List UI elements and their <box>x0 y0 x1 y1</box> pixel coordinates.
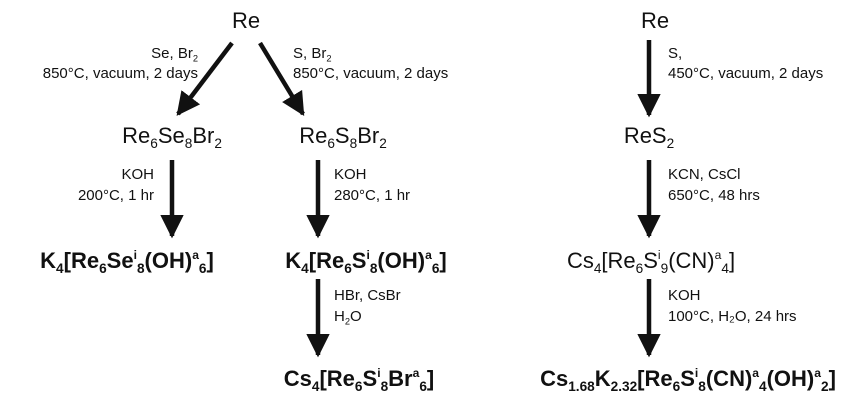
arrow-re-to-re6s8br2 <box>258 41 305 117</box>
cond-koh-200-line1: KOH <box>121 166 154 183</box>
cond-koh-200-line2: 200°C, 1 hr <box>77 187 154 204</box>
node-final-product: Cs1.68K2.32[Re6Si8(CN)a4(OH)a2] <box>540 365 836 394</box>
cond-koh-100-line1: KOH <box>668 287 701 304</box>
cond-s-450-line1: S, <box>668 45 683 62</box>
arrow-re-to-re6se8br2 <box>176 41 234 116</box>
cond-se-br2-line1: Se, Br2 <box>151 45 198 64</box>
cond-koh-100-line2: 100°C, H₂O, 24 hrs <box>668 308 797 325</box>
cond-s-450-line2: 450°C, vacuum, 2 days <box>668 65 824 82</box>
node-cs4-re6s8-br6: Cs4[Re6Si8Bra6] <box>283 365 435 394</box>
node-k4-re6se8-oh6: K4[Re6Sei8(OH)a6] <box>40 247 214 276</box>
cond-kcn-cscl-line1: KCN, CsCl <box>668 166 741 183</box>
node-k4-re6s8-oh6: K4[Re6Si8(OH)a6] <box>285 247 447 276</box>
node-res2: ReS2 <box>623 123 675 151</box>
cond-koh-280-line1: KOH <box>334 166 367 183</box>
node-cs4-re6s9-cn4: Cs4[Re6Si9(CN)a4] <box>566 247 736 276</box>
node-re6se8br2: Re6Se8Br2 <box>122 123 222 151</box>
node-re-left: Re <box>231 8 261 33</box>
cond-hbr-csbr-line1: HBr, CsBr <box>334 287 401 304</box>
cond-koh-280-line2: 280°C, 1 hr <box>334 187 411 204</box>
node-re-right: Re <box>640 8 670 33</box>
cond-se-br2-line2: 850°C, vacuum, 2 days <box>42 65 198 82</box>
cond-s-br2-line2: 850°C, vacuum, 2 days <box>293 65 449 82</box>
cond-kcn-cscl-line2: 650°C, 48 hrs <box>668 187 760 204</box>
node-re6s8br2: Re6S8Br2 <box>299 123 387 151</box>
cond-hbr-csbr-line2: H2O <box>334 308 362 327</box>
cond-s-br2-line1: S, Br2 <box>293 45 332 64</box>
